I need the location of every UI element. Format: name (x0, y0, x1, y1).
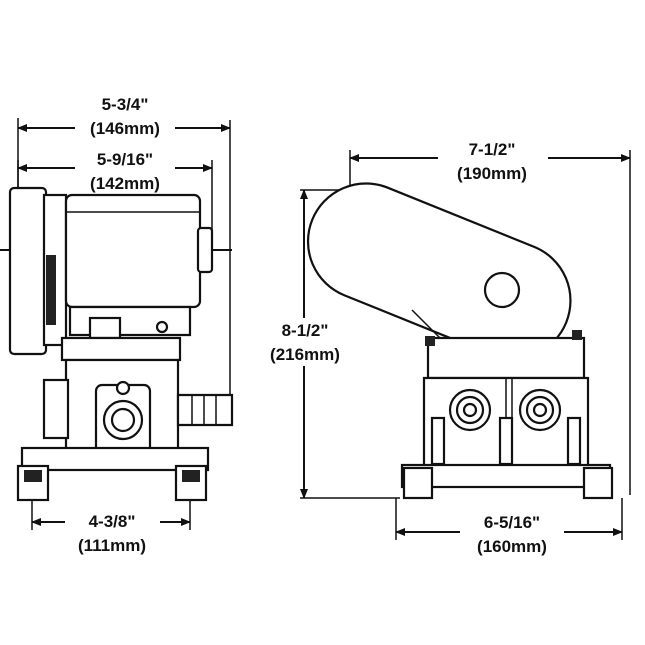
left-motor-width-imperial: 5-9/16" (97, 150, 153, 169)
left-overall-width-metric: (146mm) (90, 119, 160, 138)
left-base-width-imperial: 4-3/8" (89, 512, 136, 531)
left-overall-width-imperial: 5-3/4" (102, 95, 149, 114)
right-height-imperial: 8-1/2" (282, 321, 329, 340)
left-base-width-metric: (111mm) (78, 536, 146, 555)
pump-front-view: 7-1/2" (190mm) 8-1/2" (216mm) 6-5/16" (1… (256, 137, 631, 558)
right-height-metric: (216mm) (270, 345, 340, 364)
right-base-width-imperial: 6-5/16" (484, 513, 540, 532)
pump-side-view: 5-3/4" (146mm) 5-9/16" (142mm) 4-3/8" (1… (0, 92, 234, 556)
right-overall-width-metric: (190mm) (457, 164, 527, 183)
right-base-width-metric: (160mm) (477, 537, 547, 556)
left-motor-width-metric: (142mm) (90, 174, 160, 193)
right-overall-width-imperial: 7-1/2" (469, 140, 516, 159)
